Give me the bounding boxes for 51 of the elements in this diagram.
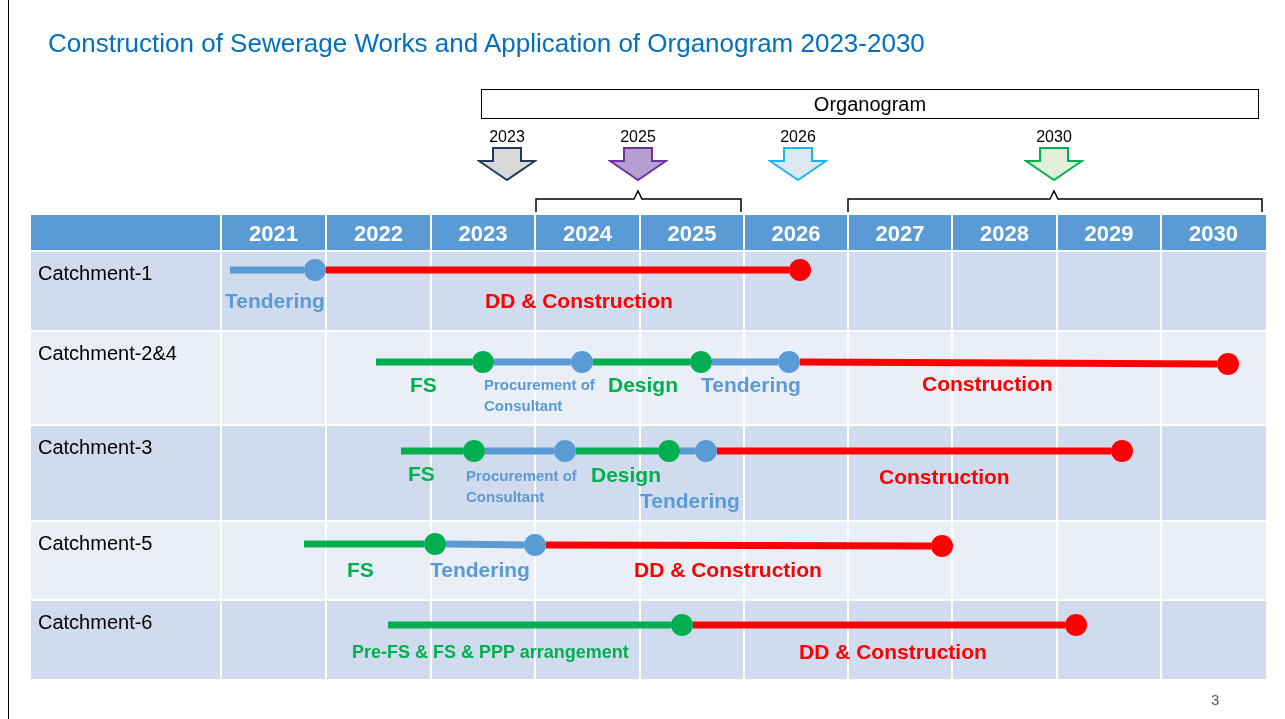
row-label: Catchment-2&4 [38,341,177,366]
row-label: Catchment-3 [38,435,153,460]
bar-label: Construction [922,371,1053,397]
bar-label: DD & Construction [634,557,822,583]
year-label: 2030 [1036,127,1072,147]
timeline-bar [693,621,1065,629]
bar-label: Tendering [225,288,325,314]
row-label: Catchment-1 [38,261,153,286]
timeline-bar [445,540,525,549]
year-header: 2024 [562,219,613,248]
timeline-bar [717,447,1111,455]
year-label: 2025 [620,127,656,147]
bar-label: DD & Construction [485,288,673,314]
bar-label: Design [608,372,678,398]
timeline-bar [800,358,1217,368]
year-header: 2023 [457,219,509,248]
organogram-bar: Organogram [481,89,1259,119]
page-number: 3 [1211,690,1220,710]
bar-label: Tendering [640,488,740,514]
bar-label: Pre-FS & FS & PPP arrangement [352,641,629,664]
year-header: 2021 [248,219,299,248]
bar-label: Construction [879,464,1010,490]
timeline-bar [485,447,554,455]
year-header: 2030 [1188,219,1239,248]
row-label: Catchment-5 [38,531,153,556]
bar-label: DD & Construction [799,639,987,665]
year-header: 2027 [874,219,926,248]
timeline-bar [593,358,690,366]
year-header: 2022 [353,219,404,248]
year-label: 2026 [780,127,816,147]
bar-label: FS [410,372,437,398]
timeline-bar [576,447,658,455]
timeline-bar [712,358,778,366]
row-label: Catchment-6 [38,610,153,635]
timeline-bar [546,541,931,550]
year-header: 2029 [1083,219,1135,248]
year-header: 2026 [770,219,822,248]
timeline-bar [494,358,571,366]
title: Construction of Sewerage Works and Application of Organogram 2023-2030 [48,27,925,60]
bar-label: FS [347,557,374,583]
bar-label: Procurement of Consultant [484,375,596,416]
year-label: 2023 [489,127,525,147]
bar-label: Procurement of Consultant [466,466,578,507]
timeline-bar [326,266,789,274]
bar-label: Tendering [701,372,801,398]
bar-label: FS [408,461,435,487]
bar-label: Design [591,462,661,488]
year-header: 2028 [979,219,1030,248]
timeline-bar [680,447,695,455]
bar-label: Tendering [430,557,530,583]
year-header: 2025 [666,219,718,248]
